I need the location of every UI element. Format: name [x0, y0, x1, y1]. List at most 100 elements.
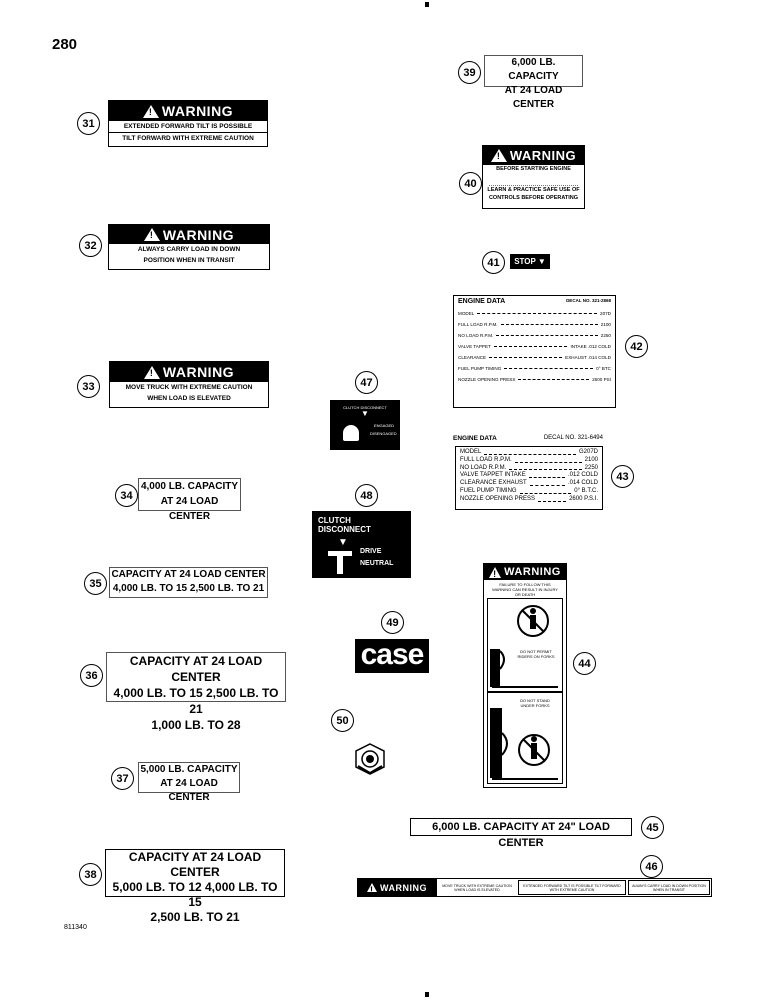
warning-triangle-icon — [367, 883, 377, 895]
callout-39: 39 — [458, 61, 481, 84]
callout-38: 38 — [79, 863, 102, 886]
callout-50: 50 — [331, 709, 354, 732]
callout-40: 40 — [459, 172, 482, 195]
engine-data-key: FULL LOAD R.P.M. — [458, 322, 498, 327]
no-riders-on-forks-icon — [490, 605, 558, 688]
warning-triangle-icon — [489, 566, 502, 579]
engine-data-value: 2600 P.S.I. — [569, 495, 598, 502]
engine-data-row: FUEL PUMP TIMING 0° B.T.C. — [460, 488, 598, 496]
engine-data-row: CLEARANCE EXHAUST .014 COLD — [460, 480, 598, 488]
engine-data-key: NOZZLE OPENING PRESS — [460, 495, 536, 502]
capacity-decal-34: 4,000 LB. CAPACITY AT 24 LOAD CENTER — [138, 478, 241, 522]
warning-decal-40: WARNING BEFORE STARTING ENGINE LEARN & P… — [482, 145, 585, 209]
capacity-decal-45: 6,000 LB. CAPACITY AT 24" LOAD CENTER — [410, 818, 632, 849]
engine-data-value: 2600 PSI — [592, 377, 611, 382]
engine-data-value: 2250 — [600, 333, 611, 338]
pictogram-panel-stand-under: DO NOT STAND UNDER FORKS — [487, 692, 563, 784]
capacity-decal-35: CAPACITY AT 24 LOAD CENTER 4,000 LB. TO … — [109, 567, 268, 598]
engine-data-key: NOZZLE OPENING PRESS — [458, 377, 516, 382]
engine-data-row: NO LOAD R.P.M. 2250 — [458, 333, 611, 338]
callout-48: 48 — [355, 484, 378, 507]
engine-data-row: CLEARANCE EXHAUST .014 COLD — [458, 355, 611, 360]
engine-data-key: CLEARANCE EXHAUST — [460, 480, 527, 487]
engine-data-row: NO LOAD R.P.M. 2250 — [460, 465, 598, 473]
engine-data-key: MODEL — [458, 311, 475, 316]
warning-decal-44: WARNING FAILURE TO FOLLOW THIS WARNING C… — [483, 563, 567, 788]
pictogram-panel-no-riders: DO NOT PERMIT RIDERS ON FORKS — [487, 598, 563, 692]
callout-31: 31 — [77, 112, 100, 135]
engine-data-row: FULL LOAD R.P.M.2100 — [460, 457, 598, 465]
engine-data-row: NOZZLE OPENING PRESS 2600 PSI — [458, 377, 611, 382]
callout-47: 47 — [355, 371, 378, 394]
combined-warning-decal-46: WARNING MOVE TRUCK WITH EXTREME CAUTION … — [357, 878, 712, 897]
clutch-decal-47: CLUTCH DISCONNECT ▼ ENGAGED DISENGAGED — [330, 400, 400, 450]
capacity-decal-36: CAPACITY AT 24 LOAD CENTER 4,000 LB. TO … — [106, 652, 286, 732]
engine-data-key: NO LOAD R.P.M. — [460, 464, 507, 471]
warning-decal-32: WARNING ALWAYS CARRY LOAD IN DOWN POSITI… — [108, 224, 270, 270]
callout-35: 35 — [84, 572, 107, 595]
engine-data-value: 0° B.T.C. — [574, 487, 598, 494]
warning-triangle-icon — [490, 149, 507, 162]
callout-43: 43 — [611, 465, 634, 488]
warning-triangle-icon — [143, 228, 160, 241]
warning-triangle-icon — [142, 104, 159, 118]
document-number: 811340 — [64, 924, 87, 931]
pedal-icon — [343, 425, 359, 441]
engine-data-row: VALVE TAPPET INTAKE .012 COLD — [458, 344, 611, 349]
engine-data-value: G207D — [578, 449, 598, 455]
capacity-decal-37: 5,000 LB. CAPACITY AT 24 LOAD CENTER — [138, 762, 240, 803]
pedal-icon — [328, 551, 352, 556]
engine-data-value: INTAKE .012 COLD — [570, 344, 611, 349]
callout-45: 45 — [641, 816, 664, 839]
fine-print-lines — [489, 173, 578, 186]
callout-41: 41 — [482, 251, 505, 274]
callout-42: 42 — [625, 335, 648, 358]
engine-data-row: NOZZLE OPENING PRESS 2600 P.S.I. — [460, 496, 598, 504]
callout-36: 36 — [80, 664, 103, 687]
do-not-stand-under-forks-icon — [490, 708, 558, 780]
engine-data-key: VALVE TAPPET — [458, 344, 491, 349]
capacity-decal-39: 6,000 LB. CAPACITY AT 24 LOAD CENTER — [484, 55, 583, 110]
engine-data-value: 0° BTC — [596, 366, 611, 371]
registration-mark — [425, 2, 429, 7]
capacity-decal-38: CAPACITY AT 24 LOAD CENTER 5,000 LB. TO … — [105, 849, 285, 924]
arrow-down-icon: ▼ — [338, 537, 348, 548]
engine-data-row: FULL LOAD R.P.M. 2100 — [458, 322, 611, 327]
stop-decal-41: STOP▼ — [510, 254, 550, 269]
callout-34: 34 — [115, 484, 138, 507]
engine-data-key: CLEARANCE — [458, 355, 487, 360]
arrow-down-icon: ▼ — [537, 257, 546, 266]
engine-data-value: EXHAUST .014 COLD — [565, 355, 611, 360]
callout-33: 33 — [77, 375, 100, 398]
engine-data-key: NO LOAD R.P.M. — [458, 333, 494, 338]
engine-data-value: .012 COLD — [567, 472, 598, 479]
callout-44: 44 — [573, 652, 596, 675]
callout-32: 32 — [79, 234, 102, 257]
warning-decal-33: WARNING MOVE TRUCK WITH EXTREME CAUTION … — [109, 361, 269, 408]
engine-data-key: MODEL — [460, 449, 482, 455]
engine-data-row: MODEL 207D — [458, 311, 611, 316]
registration-mark — [425, 992, 429, 997]
warning-decal-31: WARNING EXTENDED FORWARD TILT IS POSSIBL… — [108, 100, 268, 147]
callout-49: 49 — [381, 611, 404, 634]
engine-data-row: MODEL G207D — [460, 449, 598, 457]
engine-data-row: VALVE TAPPET INTAKE .012 COLD — [460, 472, 598, 480]
engine-data-value: .014 COLD — [567, 480, 598, 487]
engine-data-key: VALVE TAPPET INTAKE — [460, 472, 526, 479]
clutch-decal-48: CLUTCH DISCONNECT ▼ DRIVE NEUTRAL — [312, 511, 411, 578]
callout-46: 46 — [640, 855, 663, 878]
engine-data-value: 207D — [600, 311, 611, 316]
hex-nut-icon — [355, 743, 385, 775]
arrow-down-icon: ▼ — [361, 409, 369, 418]
case-logo: case — [355, 639, 429, 673]
engine-data-key: FUEL PUMP TIMING — [460, 487, 517, 494]
warning-triangle-icon — [143, 365, 160, 379]
engine-data-value: 2100 — [600, 322, 611, 327]
engine-data-value: 2250 — [584, 464, 598, 471]
page-number: 280 — [52, 36, 78, 53]
callout-37: 37 — [111, 767, 134, 790]
